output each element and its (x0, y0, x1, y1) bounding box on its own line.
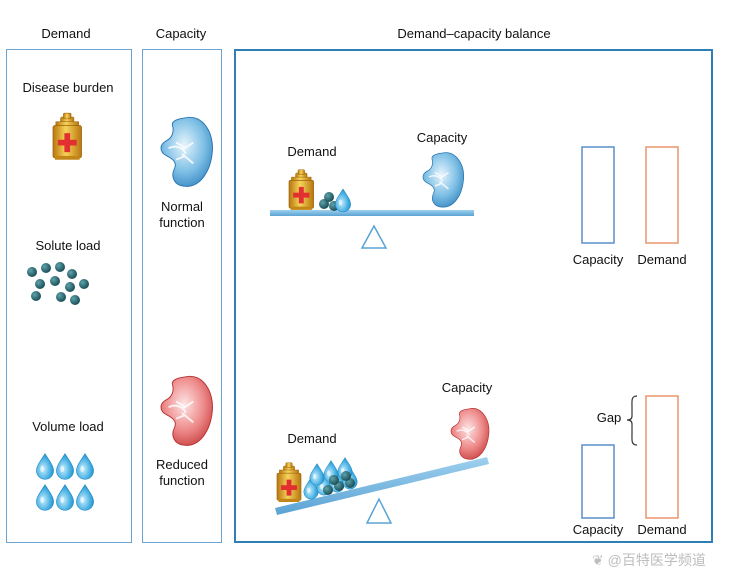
reduced-kidney-icon (160, 375, 214, 447)
top-capacity-label: Capacity (416, 130, 468, 145)
top-capacity-bar-label: Capacity (572, 252, 624, 267)
bottom-capacity-bar (581, 444, 615, 519)
top-demand-weight-icon (288, 169, 315, 211)
reduced-function-label: Reduced function (142, 457, 222, 489)
top-demand-drop-icon (334, 188, 352, 213)
bottom-capacity-bar-label: Capacity (572, 522, 624, 537)
balance-panel (234, 49, 713, 543)
bottom-demand-bar-label: Demand (637, 522, 687, 537)
volume-load-label: Volume load (32, 419, 104, 434)
bottom-capacity-kidney-icon (450, 407, 490, 461)
watermark: ❦ @百特医学频道 (592, 552, 706, 568)
gap-brace (626, 395, 638, 446)
capacity-column-header: Capacity (155, 26, 207, 41)
solute-particles-icon (27, 262, 89, 305)
top-balance-fulcrum (360, 224, 388, 249)
bottom-demand-bar (645, 395, 679, 519)
top-demand-bar-label: Demand (637, 252, 687, 267)
top-capacity-kidney-icon (422, 151, 465, 208)
top-demand-label: Demand (287, 144, 337, 159)
balance-column-header: Demand–capacity balance (397, 26, 551, 41)
volume-water-drops-icon (35, 453, 95, 511)
top-balance-scale (270, 151, 474, 249)
bottom-capacity-label: Capacity (441, 380, 493, 395)
normal-function-label-line2: function (159, 215, 205, 230)
reduced-function-label-line2: function (159, 473, 205, 488)
normal-function-label: Normal function (142, 199, 222, 231)
bottom-demand-label: Demand (287, 431, 337, 446)
demand-panel (6, 49, 132, 543)
top-demand-bar (645, 146, 679, 244)
bottom-balance-fulcrum (365, 497, 393, 524)
bottom-balance-beam (275, 457, 489, 515)
reduced-function-label-line1: Reduced (155, 457, 209, 472)
bottom-demand-weight-icon (276, 462, 302, 503)
top-capacity-bar (581, 146, 615, 244)
bottom-balance-scale (275, 407, 490, 524)
normal-kidney-icon (160, 116, 214, 188)
disease-burden-label: Disease burden (22, 80, 114, 95)
disease-burden-weight-icon (52, 112, 82, 161)
top-balance-beam (270, 210, 474, 216)
normal-function-label-line1: Normal (161, 199, 203, 214)
solute-load-label: Solute load (35, 238, 101, 253)
capacity-panel (142, 49, 222, 543)
demand-column-header: Demand (41, 26, 91, 41)
gap-label: Gap (596, 410, 622, 425)
